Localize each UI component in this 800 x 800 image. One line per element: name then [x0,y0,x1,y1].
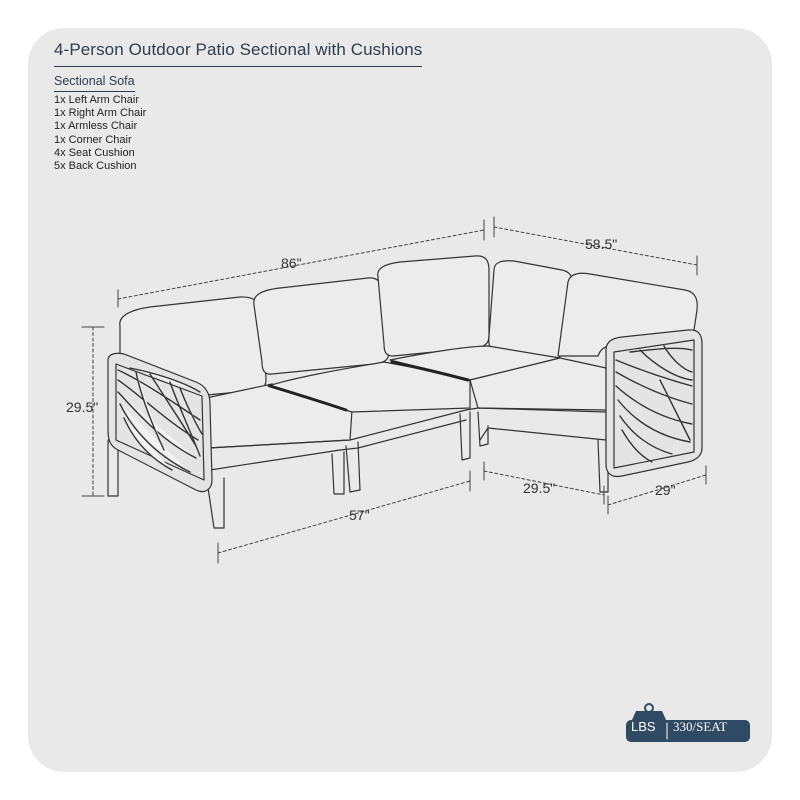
list-item: 1x Corner Chair [54,133,132,146]
dim-line-corner [483,470,605,496]
list-item: 1x Left Arm Chair [54,94,139,106]
dim-line-57 [217,480,471,554]
parts-heading: Sectional Sofa [54,74,135,92]
right-rope-arm [605,329,703,478]
dimension-ticks [81,216,707,564]
dim-label-front-width: 57" [349,507,370,523]
sofa-leg [459,411,471,461]
dim-line-58 [493,226,698,266]
dim-line-29 [607,474,707,506]
dim-line-86 [117,229,485,300]
list-item: 1x Right Arm Chair [54,107,147,120]
dimension-lines [92,226,707,554]
sofa-frame [107,407,609,529]
list-item: 5x Back Cushion [54,160,137,173]
back-cushion [253,277,390,375]
cushion-seams [268,360,470,412]
sofa-leg [331,451,345,495]
parts-list: 1x Left Arm Chair 1x Right Arm Chair 1x … [54,94,146,173]
sofa-leg [345,441,361,493]
weight-icon [626,720,750,742]
dim-label-total-width: 86" [281,255,302,271]
page-title: 4-Person Outdoor Patio Sectional with Cu… [54,40,423,67]
sofa-leg [205,473,225,529]
back-cushions [119,255,698,403]
weight-unit-label: LBS [631,719,656,734]
seat-cushion [389,345,561,381]
dim-label-corner-depth: 29.5" [523,480,556,496]
back-cushion [377,255,490,357]
list-item: 4x Seat Cushion [54,146,135,159]
sofa-leg [477,411,489,447]
dim-label-side-depth: 58.5" [585,236,618,252]
list-item: 1x Armless Chair [54,120,138,133]
weight-capacity-value: 330/SEAT [673,719,728,734]
dim-label-arm-width: 29" [655,482,676,498]
weight-badge [626,703,750,742]
dim-label-height: 29.5" [66,399,99,415]
sofa-leg [107,439,119,497]
left-rope-arm [107,352,213,493]
